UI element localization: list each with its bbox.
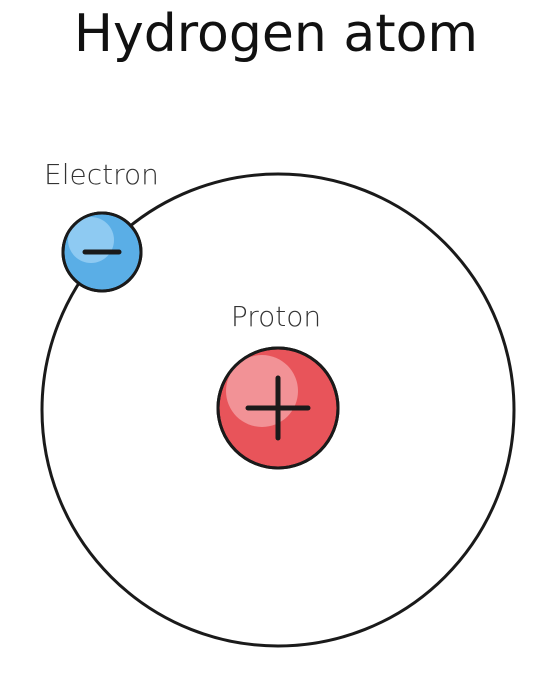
proton-label: Proton <box>230 300 322 333</box>
page-title: Hydrogen atom <box>73 4 479 64</box>
plus-icon <box>245 375 311 441</box>
proton <box>216 346 340 470</box>
electron <box>61 211 143 293</box>
electron-orbit <box>40 172 516 648</box>
electron-label: Electron <box>44 158 159 191</box>
